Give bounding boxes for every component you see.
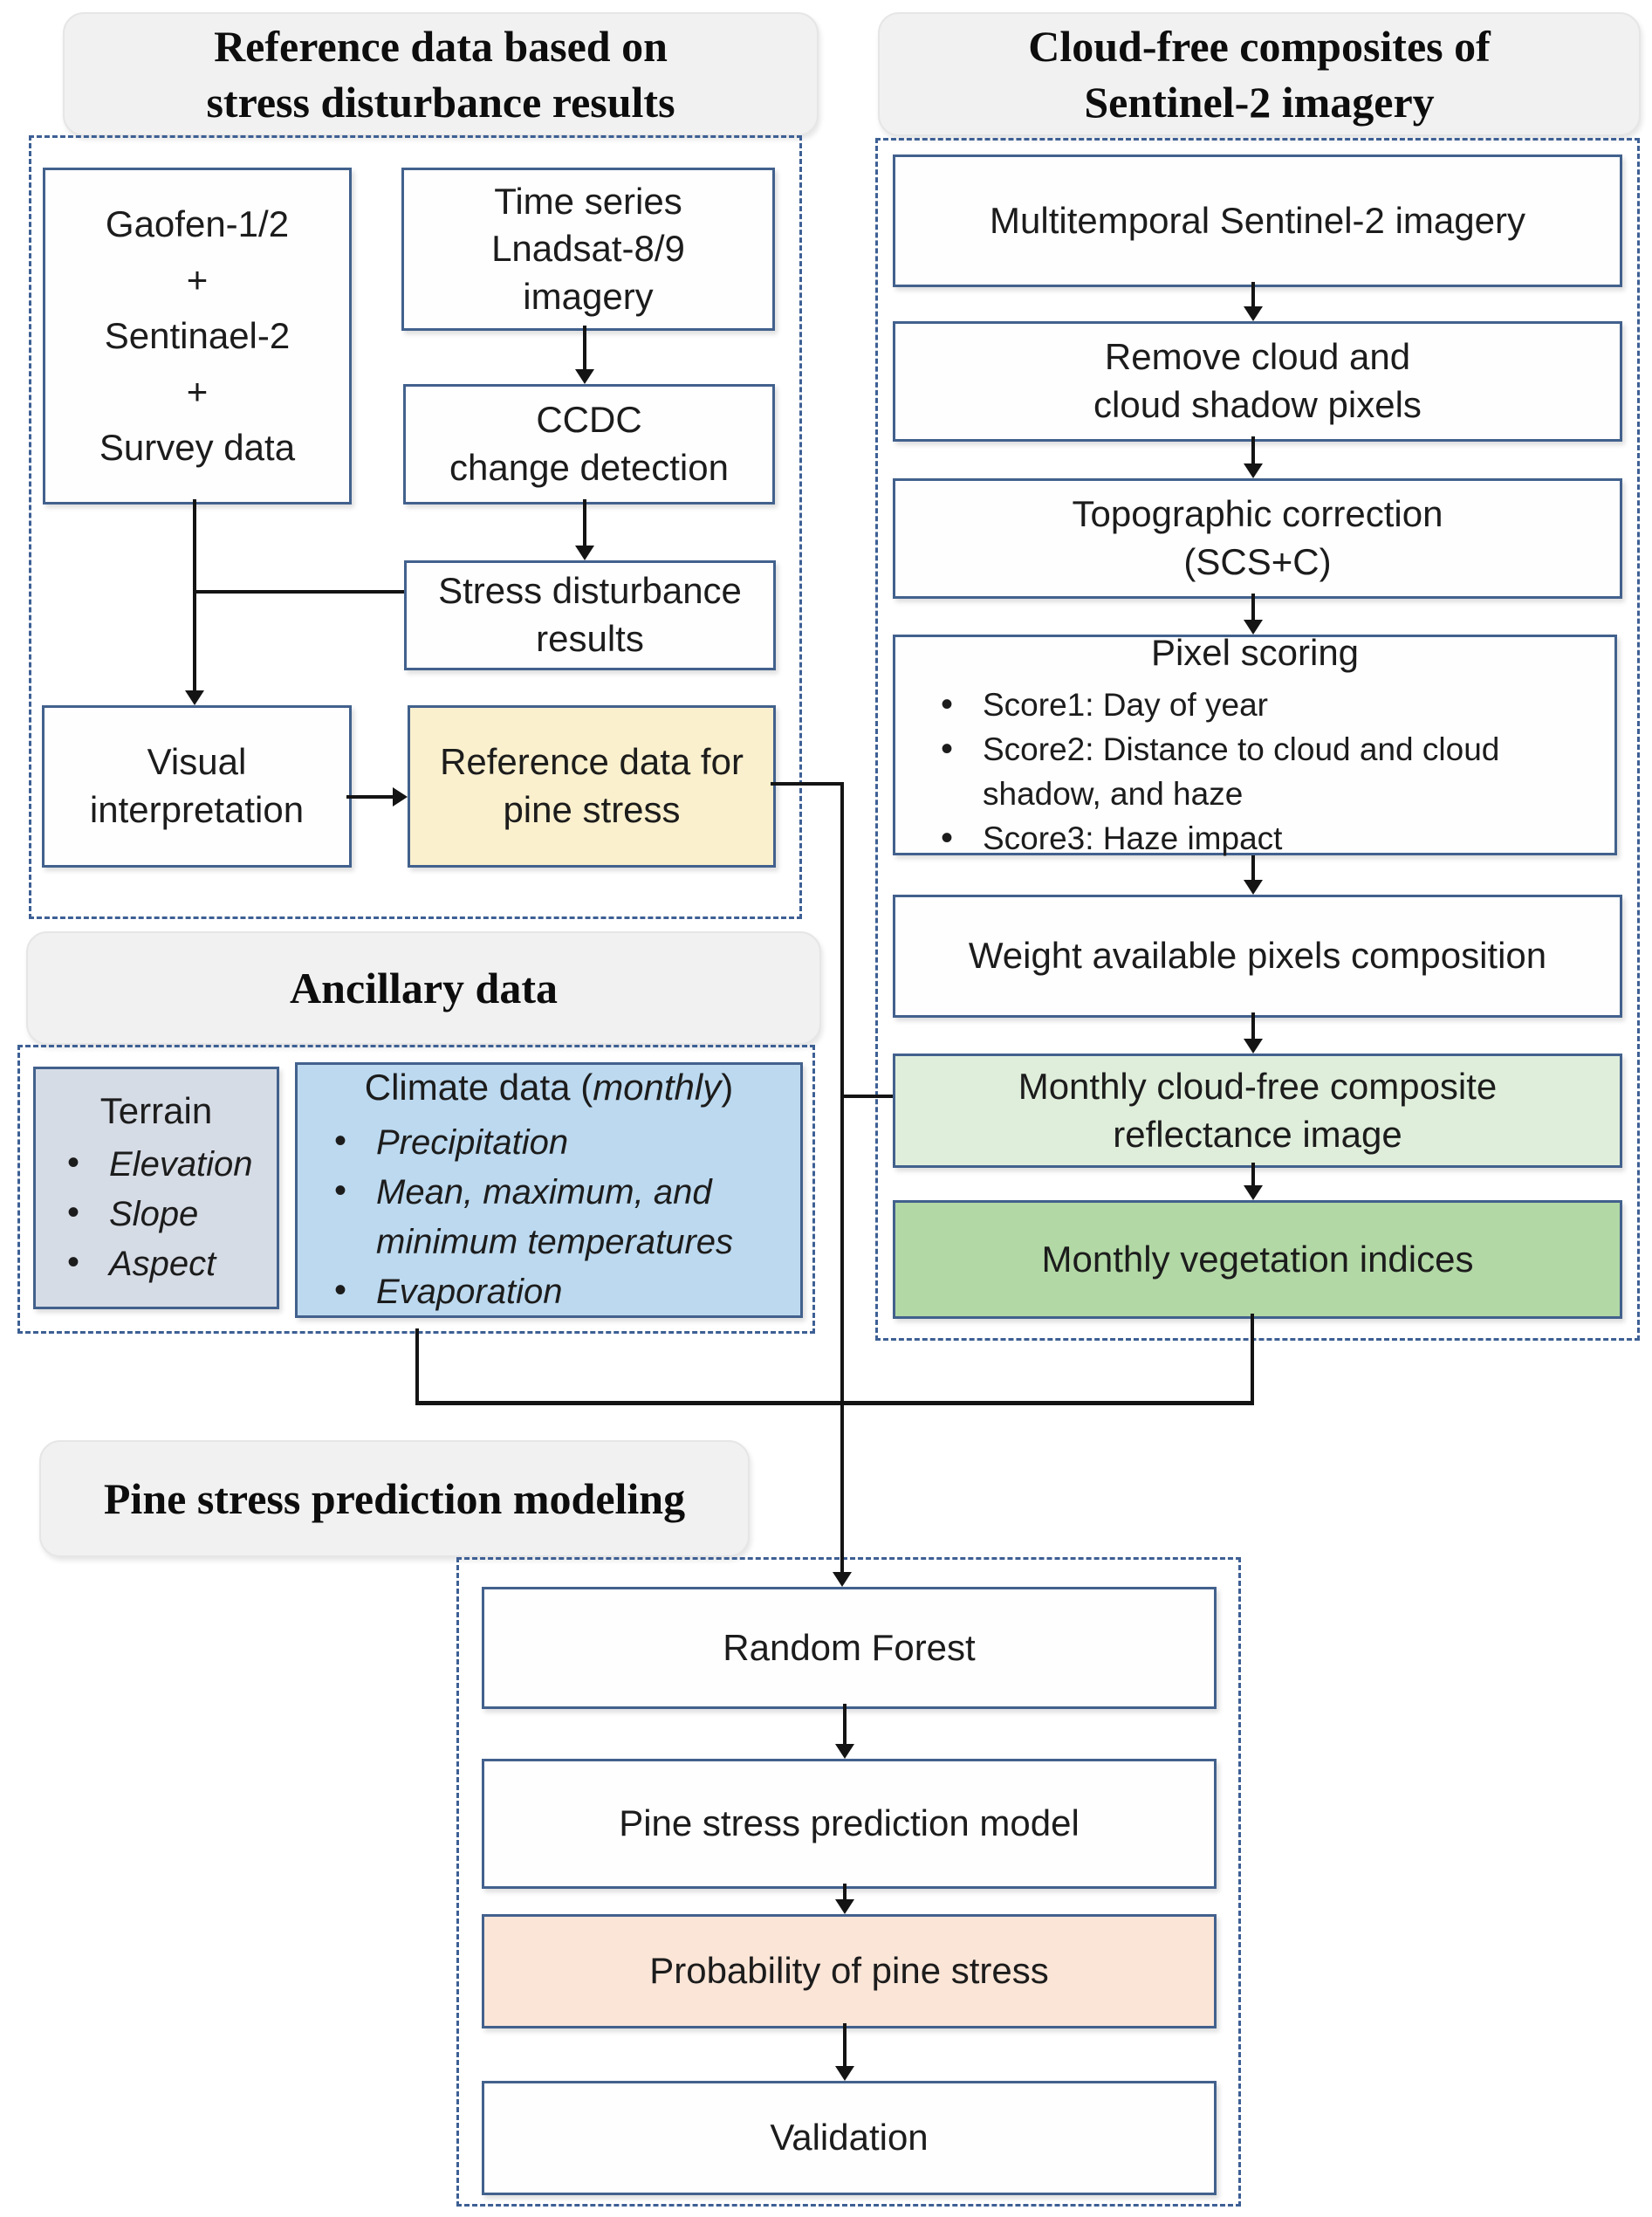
monthly-vi-box: Monthly vegetation indices — [893, 1200, 1622, 1319]
ancillary-section-title: Ancillary data — [26, 931, 821, 1045]
list-item: Score2: Distance to cloud and cloud shad… — [922, 725, 1588, 816]
terrain-box: Terrain Elevation Slope Aspect — [33, 1067, 279, 1309]
climate-title-text: Climate data ( — [364, 1066, 593, 1108]
arrow-removecloud-to-topographic — [1251, 436, 1255, 467]
terrain-title: Terrain — [99, 1089, 213, 1131]
pixel-scoring-list: Score1: Day of year Score2: Distance to … — [922, 681, 1588, 862]
line-sources-to-stress — [195, 590, 404, 594]
arrow-probability-to-validation — [843, 2023, 847, 2069]
reference-data-box: Reference data for pine stress — [408, 705, 776, 868]
climate-title-close: ) — [721, 1066, 734, 1108]
list-item: Score3: Haze impact — [922, 814, 1588, 862]
line-reference-out — [771, 782, 844, 786]
climate-list: Precipitation Mean, maximum, and minimum… — [315, 1116, 783, 1317]
arrowhead-removecloud-to-topographic — [1244, 463, 1263, 478]
arrowhead-scoring-to-weight — [1244, 880, 1263, 895]
climate-box: Climate data (monthly) Precipitation Mea… — [295, 1062, 803, 1318]
line-ancillary-down — [415, 1328, 419, 1404]
arrow-sources-to-visual — [193, 499, 196, 692]
line-central-trunk — [840, 782, 844, 1574]
multitemporal-box: Multitemporal Sentinel-2 imagery — [893, 154, 1622, 287]
arrowhead-sources-to-visual — [185, 690, 204, 705]
arrowhead-probability-to-validation — [835, 2066, 854, 2081]
arrowhead-composite-to-vi — [1244, 1185, 1263, 1200]
visual-interpretation-box: Visual interpretation — [42, 705, 352, 868]
climate-title: Climate data (monthly) — [315, 1064, 783, 1112]
ccdc-box: CCDC change detection — [403, 384, 775, 504]
arrowhead-ccdc-to-stress — [575, 546, 594, 560]
climate-title-monthly: monthly — [593, 1066, 722, 1108]
arrowhead-weight-to-composite — [1244, 1039, 1263, 1054]
list-item: Aspect — [48, 1238, 264, 1289]
validation-box: Validation — [482, 2081, 1217, 2195]
arrow-model-to-probability — [843, 1884, 847, 1903]
sources-box: Gaofen-1/2 + Sentinael-2 + Survey data — [43, 168, 352, 504]
line-merge-horizontal — [415, 1401, 1254, 1405]
line-vi-down — [1251, 1314, 1254, 1404]
remove-cloud-box: Remove cloud and cloud shadow pixels — [893, 321, 1622, 442]
list-item: Precipitation — [315, 1116, 783, 1168]
arrow-scoring-to-weight — [1251, 855, 1255, 883]
arrow-composite-to-vi — [1251, 1163, 1255, 1189]
random-forest-box: Random Forest — [482, 1587, 1217, 1709]
weight-pixels-box: Weight available pixels composition — [893, 895, 1622, 1018]
reference-panel — [29, 135, 802, 919]
line-trunk-to-composite — [842, 1095, 893, 1098]
pixel-scoring-title: Pixel scoring — [1150, 632, 1360, 674]
pixel-scoring-box: Pixel scoring Score1: Day of year Score2… — [893, 632, 1617, 862]
arrowhead-model-to-probability — [835, 1899, 854, 1914]
topographic-correction-box: Topographic correction (SCS+C) — [893, 478, 1622, 599]
arrow-multitemporal-to-removecloud — [1251, 282, 1255, 310]
arrow-ccdc-to-stress — [583, 499, 586, 547]
cloudfree-section-title: Cloud-free composites of Sentinel-2 imag… — [878, 12, 1641, 136]
arrowhead-trunk-to-randomforest — [833, 1572, 852, 1587]
arrowhead-topographic-to-scoring — [1244, 620, 1263, 635]
arrowhead-timeseries-to-ccdc — [575, 369, 594, 384]
probability-box: Probability of pine stress — [482, 1914, 1217, 2028]
arrowhead-rf-to-model — [835, 1744, 854, 1759]
list-item: Elevation — [48, 1138, 264, 1190]
modeling-panel — [456, 1557, 1241, 2207]
modeling-section-title: Pine stress prediction modeling — [39, 1440, 750, 1557]
arrow-timeseries-to-ccdc — [583, 326, 586, 373]
list-item: Mean, maximum, and minimum temperatures — [315, 1166, 783, 1267]
arrow-visual-to-reference — [346, 795, 394, 799]
reference-section-title: Reference data based on stress disturban… — [63, 12, 819, 136]
list-item: Score1: Day of year — [922, 681, 1588, 729]
monthly-composite-box: Monthly cloud-free composite reflectance… — [893, 1054, 1622, 1168]
prediction-model-box: Pine stress prediction model — [482, 1759, 1217, 1889]
cloudfree-panel — [875, 138, 1640, 1341]
list-item: Evaporation — [315, 1266, 783, 1317]
terrain-list: Elevation Slope Aspect — [48, 1138, 264, 1289]
arrowhead-visual-to-reference — [393, 787, 408, 806]
arrow-weight-to-composite — [1251, 1012, 1255, 1042]
list-item: Slope — [48, 1188, 264, 1239]
time-series-box: Time series Lnadsat-8/9 imagery — [401, 168, 775, 331]
arrow-topographic-to-scoring — [1251, 594, 1255, 623]
stress-results-box: Stress disturbance results — [404, 560, 776, 670]
arrow-rf-to-model — [843, 1704, 847, 1747]
arrowhead-multitemporal-to-removecloud — [1244, 306, 1263, 321]
